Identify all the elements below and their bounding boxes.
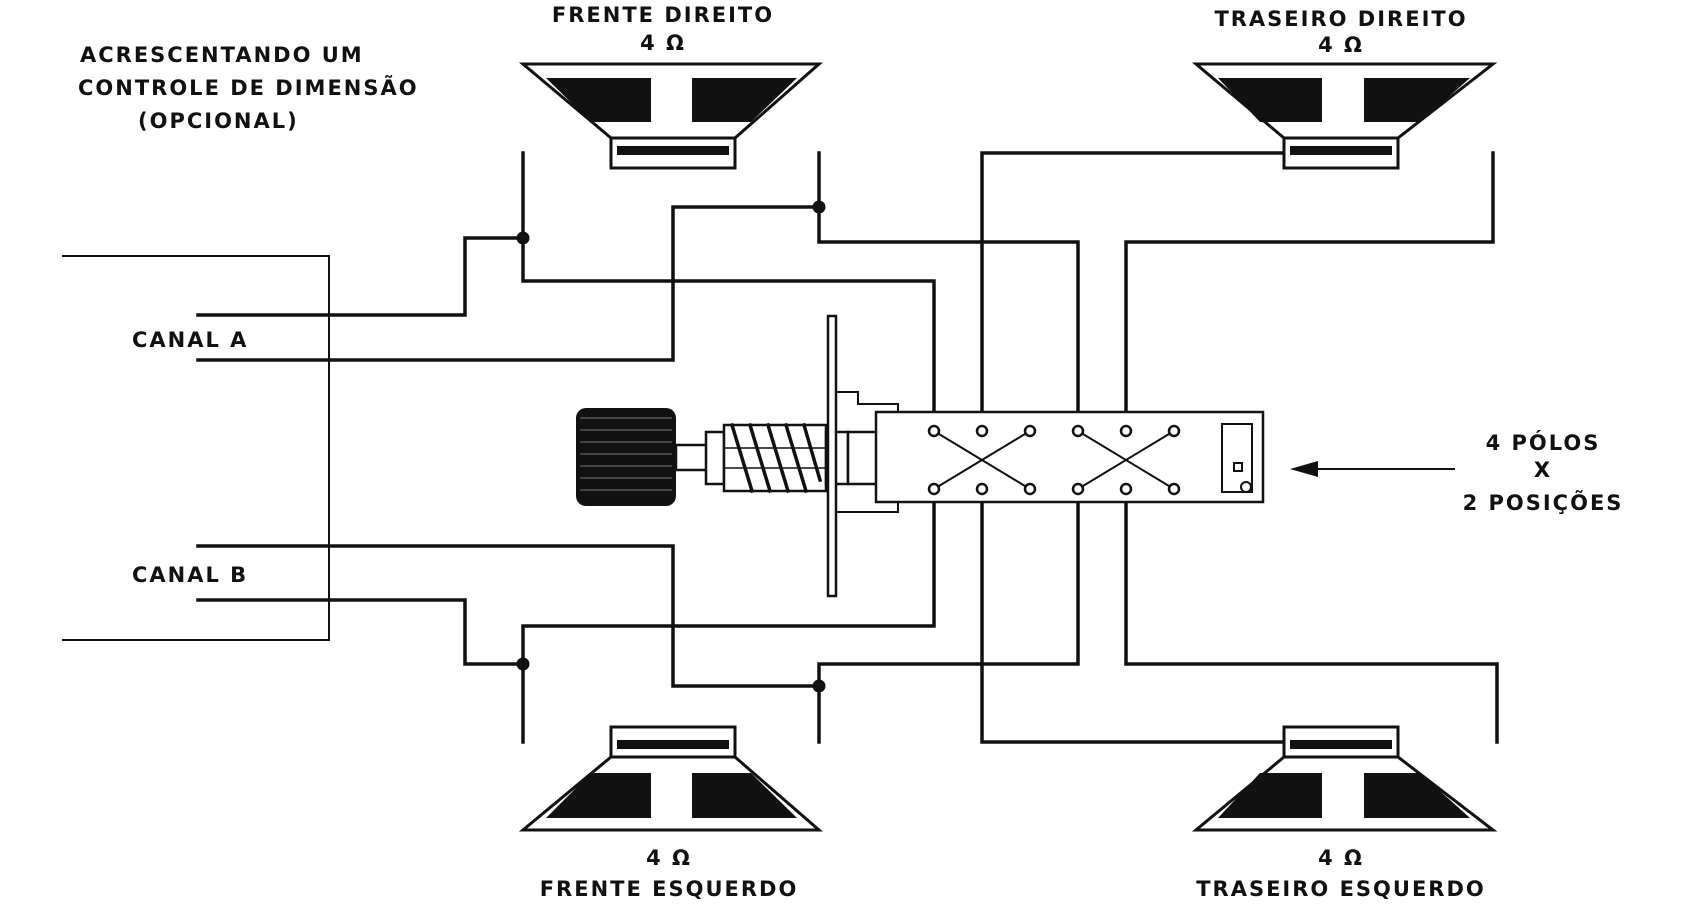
speaker-front-left-icon (518, 725, 824, 832)
speaker-front-left-impedance: 4 Ω (646, 846, 692, 870)
junction-dots (516, 200, 826, 693)
channel-a-label: CANAL A (132, 328, 248, 352)
switch-label-line-2: X (1534, 458, 1552, 482)
switch-body-icon (874, 410, 1265, 504)
title-line-1: ACRESCENTANDO UM (80, 43, 364, 67)
switch-shaft-icon (674, 422, 896, 494)
speaker-front-right-impedance: 4 Ω (640, 31, 686, 55)
switch-label-line-3: 2 POSIÇÕES (1463, 490, 1624, 515)
rear-speaker-wires (980, 151, 1499, 744)
speaker-front-left-name: FRENTE ESQUERDO (540, 877, 799, 901)
channel-b-wires (196, 487, 1080, 744)
knob-icon (576, 408, 676, 506)
amplifier-outputs (62, 255, 330, 641)
channel-a-wires (196, 151, 1080, 433)
channel-b-label: CANAL B (132, 563, 248, 587)
switch-label-line-1: 4 PÓLOS (1486, 430, 1601, 455)
title-line-2: CONTROLE DE DIMENSÃO (78, 75, 419, 100)
mounting-bracket-icon (826, 314, 899, 598)
speaker-rear-left-impedance: 4 Ω (1318, 846, 1364, 870)
speaker-front-right-name: FRENTE DIREITO (552, 3, 774, 27)
speaker-rear-right-impedance: 4 Ω (1318, 33, 1364, 57)
speaker-front-right-icon (518, 62, 823, 170)
speaker-rear-left-icon (1191, 725, 1498, 832)
switch-contacts-icon (927, 424, 1181, 496)
title-line-3: (OPCIONAL) (138, 109, 299, 133)
arrow-icon (1290, 461, 1455, 477)
speaker-rear-right-name: TRASEIRO DIREITO (1214, 7, 1467, 31)
speaker-rear-left-name: TRASEIRO ESQUERDO (1196, 877, 1486, 901)
speaker-rear-right-icon (1191, 62, 1498, 170)
